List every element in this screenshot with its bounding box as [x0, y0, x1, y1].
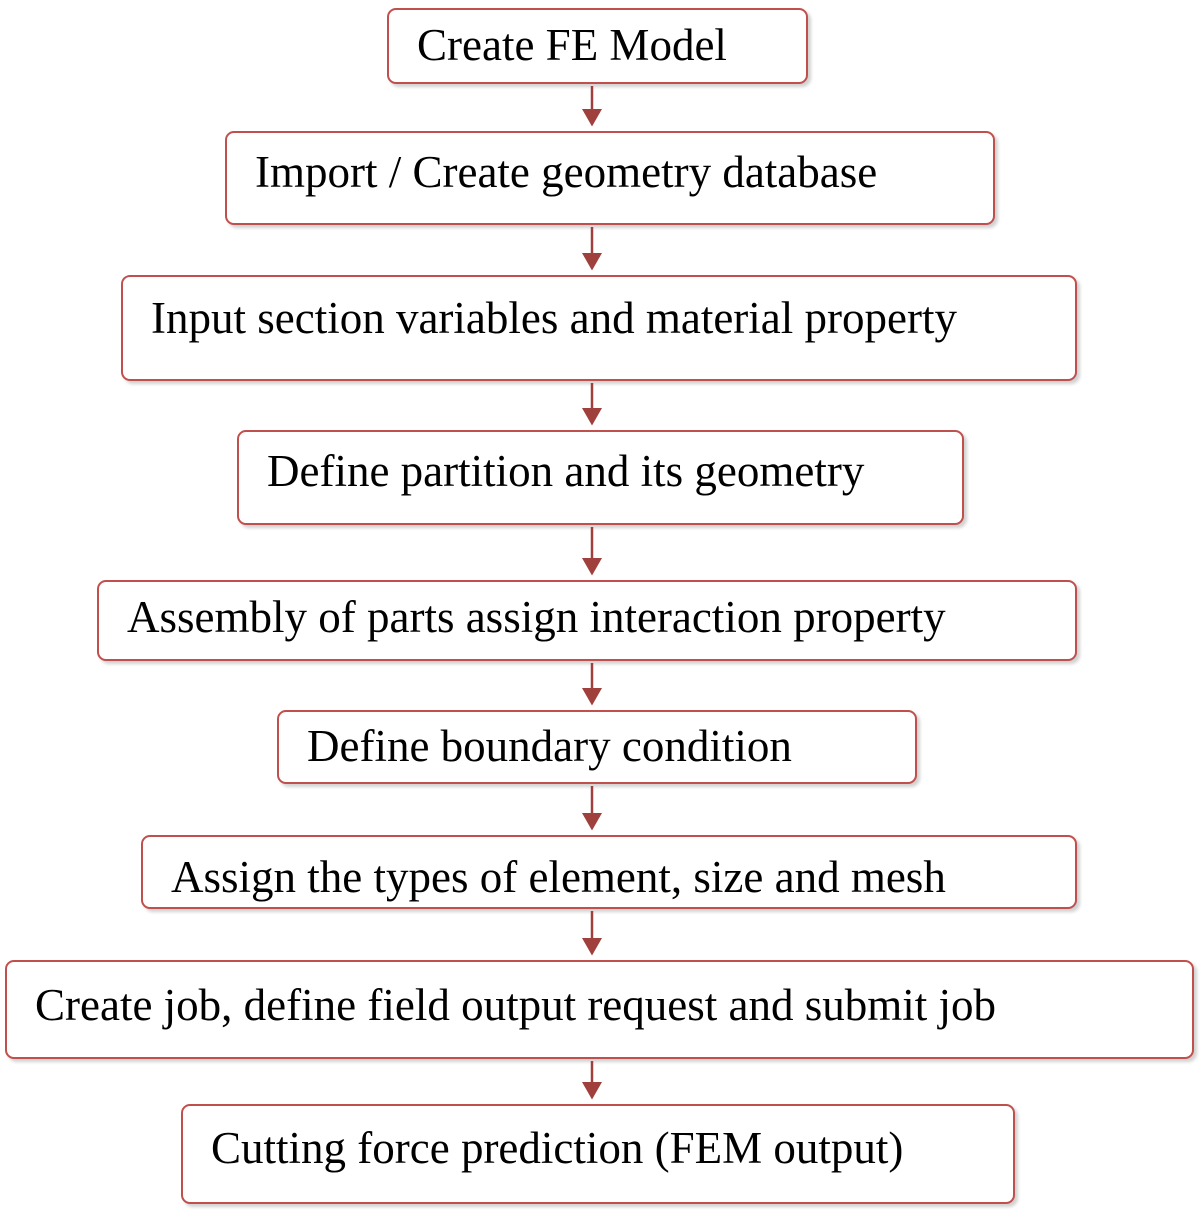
step-cutting-force-prediction: Cutting force prediction (FEM output)	[181, 1104, 1015, 1204]
step-label: Import / Create geometry database	[255, 146, 878, 197]
step-label: Create job, define field output request …	[35, 980, 997, 1030]
step-label: Create FE Model	[417, 19, 727, 70]
step-create-job: Create job, define field output request …	[5, 960, 1194, 1059]
step-label: Define partition and its geometry	[267, 446, 865, 496]
step-label: Assembly of parts assign interaction pro…	[127, 592, 946, 642]
step-define-boundary-condition: Define boundary condition	[277, 710, 917, 784]
step-assembly-of-parts: Assembly of parts assign interaction pro…	[97, 580, 1077, 661]
step-import-geometry: Import / Create geometry database	[225, 131, 995, 225]
step-assign-element-types: Assign the types of element, size and me…	[141, 835, 1077, 909]
step-define-partition: Define partition and its geometry	[237, 430, 964, 525]
step-label: Assign the types of element, size and me…	[171, 851, 946, 902]
step-label: Cutting force prediction (FEM output)	[211, 1122, 904, 1173]
step-create-fe-model: Create FE Model	[387, 8, 808, 84]
step-label: Input section variables and material pro…	[151, 292, 957, 343]
step-input-section-variables: Input section variables and material pro…	[121, 275, 1077, 381]
step-label: Define boundary condition	[307, 720, 792, 771]
